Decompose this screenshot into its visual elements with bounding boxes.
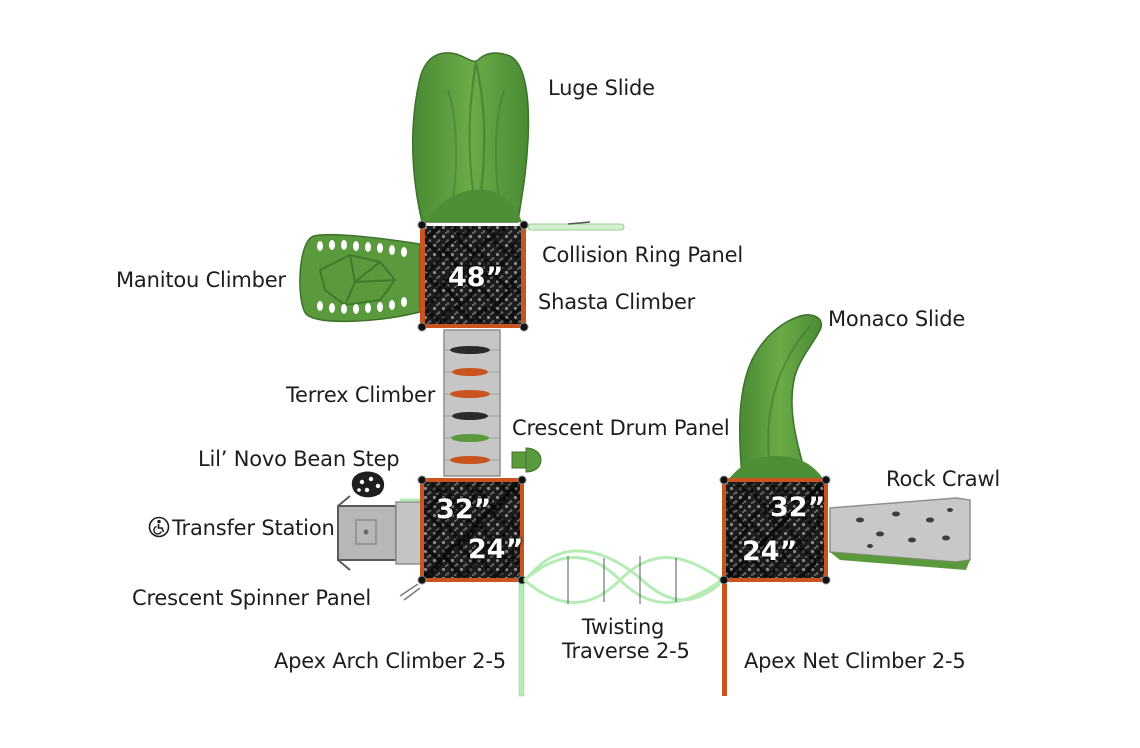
twisting-traverse bbox=[523, 549, 723, 604]
crescent-drum-panel bbox=[511, 447, 542, 473]
label-terrex-climber: Terrex Climber bbox=[286, 383, 436, 407]
label-shasta-climber: Shasta Climber bbox=[538, 290, 696, 314]
label-crescent-spinner-panel: Crescent Spinner Panel bbox=[132, 586, 371, 610]
accessibility-icon bbox=[148, 516, 170, 538]
crescent-spinner-panel bbox=[399, 583, 421, 601]
label-apex-arch-climber: Apex Arch Climber 2-5 bbox=[274, 649, 506, 673]
label-crescent-drum-panel: Crescent Drum Panel bbox=[512, 416, 730, 440]
manitou-climber bbox=[299, 233, 421, 323]
label-transfer-station: Transfer Station bbox=[148, 516, 335, 539]
deck-left-32-24 bbox=[417, 475, 527, 585]
apex-arch-climber bbox=[518, 583, 525, 697]
deck-height-left-high: 32” bbox=[436, 494, 492, 525]
label-twisting-traverse-line2: Traverse 2-5 bbox=[562, 638, 690, 663]
label-manitou-climber: Manitou Climber bbox=[116, 268, 286, 292]
collision-ring-panel bbox=[527, 221, 625, 231]
rock-crawl bbox=[829, 497, 971, 570]
transfer-station bbox=[337, 495, 425, 571]
terrex-climber bbox=[443, 329, 501, 477]
deck-48 bbox=[417, 220, 529, 332]
label-collision-ring-panel: Collision Ring Panel bbox=[542, 243, 744, 267]
label-transfer-station-text: Transfer Station bbox=[172, 516, 335, 540]
luge-slide bbox=[411, 52, 530, 223]
label-lil-novo-bean-step: Lil’ Novo Bean Step bbox=[198, 447, 400, 471]
deck-right-32-24 bbox=[719, 475, 831, 585]
monaco-slide bbox=[728, 314, 824, 480]
apex-net-climber bbox=[722, 584, 727, 696]
deck-height-right-low: 24” bbox=[742, 536, 798, 567]
deck-height-left-low: 24” bbox=[468, 534, 524, 565]
label-twisting-traverse-line1: Twisting bbox=[581, 615, 665, 639]
deck-height-right-high: 32” bbox=[770, 492, 826, 523]
lil-novo-bean-step bbox=[351, 471, 385, 498]
label-monaco-slide: Monaco Slide bbox=[828, 307, 966, 331]
label-rock-crawl: Rock Crawl bbox=[886, 467, 1001, 491]
deck-height-48: 48” bbox=[448, 262, 504, 293]
label-luge-slide: Luge Slide bbox=[548, 76, 655, 100]
label-apex-net-climber: Apex Net Climber 2-5 bbox=[744, 649, 966, 673]
label-twisting-traverse: Twisting Traverse 2-5 bbox=[562, 615, 690, 663]
